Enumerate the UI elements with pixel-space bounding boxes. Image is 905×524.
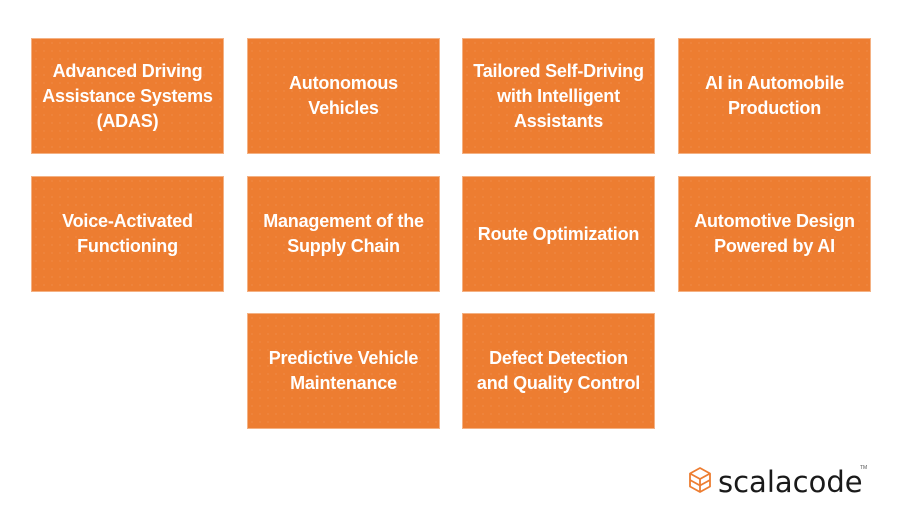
card-label: Automotive Design Powered by AI	[694, 211, 855, 256]
scalacode-logo: scalacode	[688, 465, 863, 499]
card-label: Predictive Vehicle Maintenance	[268, 348, 419, 393]
card-label: Management of the Supply Chain	[263, 211, 424, 256]
card-autonomous-vehicles: Autonomous Vehicles	[247, 38, 440, 154]
card-label: AI in Automobile Production	[704, 73, 845, 118]
card-label: Tailored Self-Driving with Intelligent A…	[473, 60, 644, 131]
card-label: Advanced Driving Assistance Systems (ADA…	[42, 60, 213, 131]
card-predictive-maintenance: Predictive Vehicle Maintenance	[247, 313, 440, 429]
card-label: Route Optimization	[477, 223, 640, 244]
logo-text: scalacode	[718, 465, 863, 499]
card-ai-automobile-production: AI in Automobile Production	[678, 38, 871, 154]
cube-icon	[688, 466, 712, 499]
card-label: Voice-Activated Functioning	[62, 211, 193, 256]
card-voice-activated: Voice-Activated Functioning	[31, 176, 224, 292]
card-supply-chain: Management of the Supply Chain	[247, 176, 440, 292]
card-route-optimization: Route Optimization	[462, 176, 655, 292]
card-tailored-self-driving: Tailored Self-Driving with Intelligent A…	[462, 38, 655, 154]
card-adas: Advanced Driving Assistance Systems (ADA…	[31, 38, 224, 154]
card-defect-detection: Defect Detection and Quality Control	[462, 313, 655, 429]
card-label: Defect Detection and Quality Control	[476, 348, 641, 393]
card-label: Autonomous Vehicles	[289, 73, 398, 118]
trademark-mark: TM	[860, 465, 868, 471]
card-automotive-design: Automotive Design Powered by AI	[678, 176, 871, 292]
